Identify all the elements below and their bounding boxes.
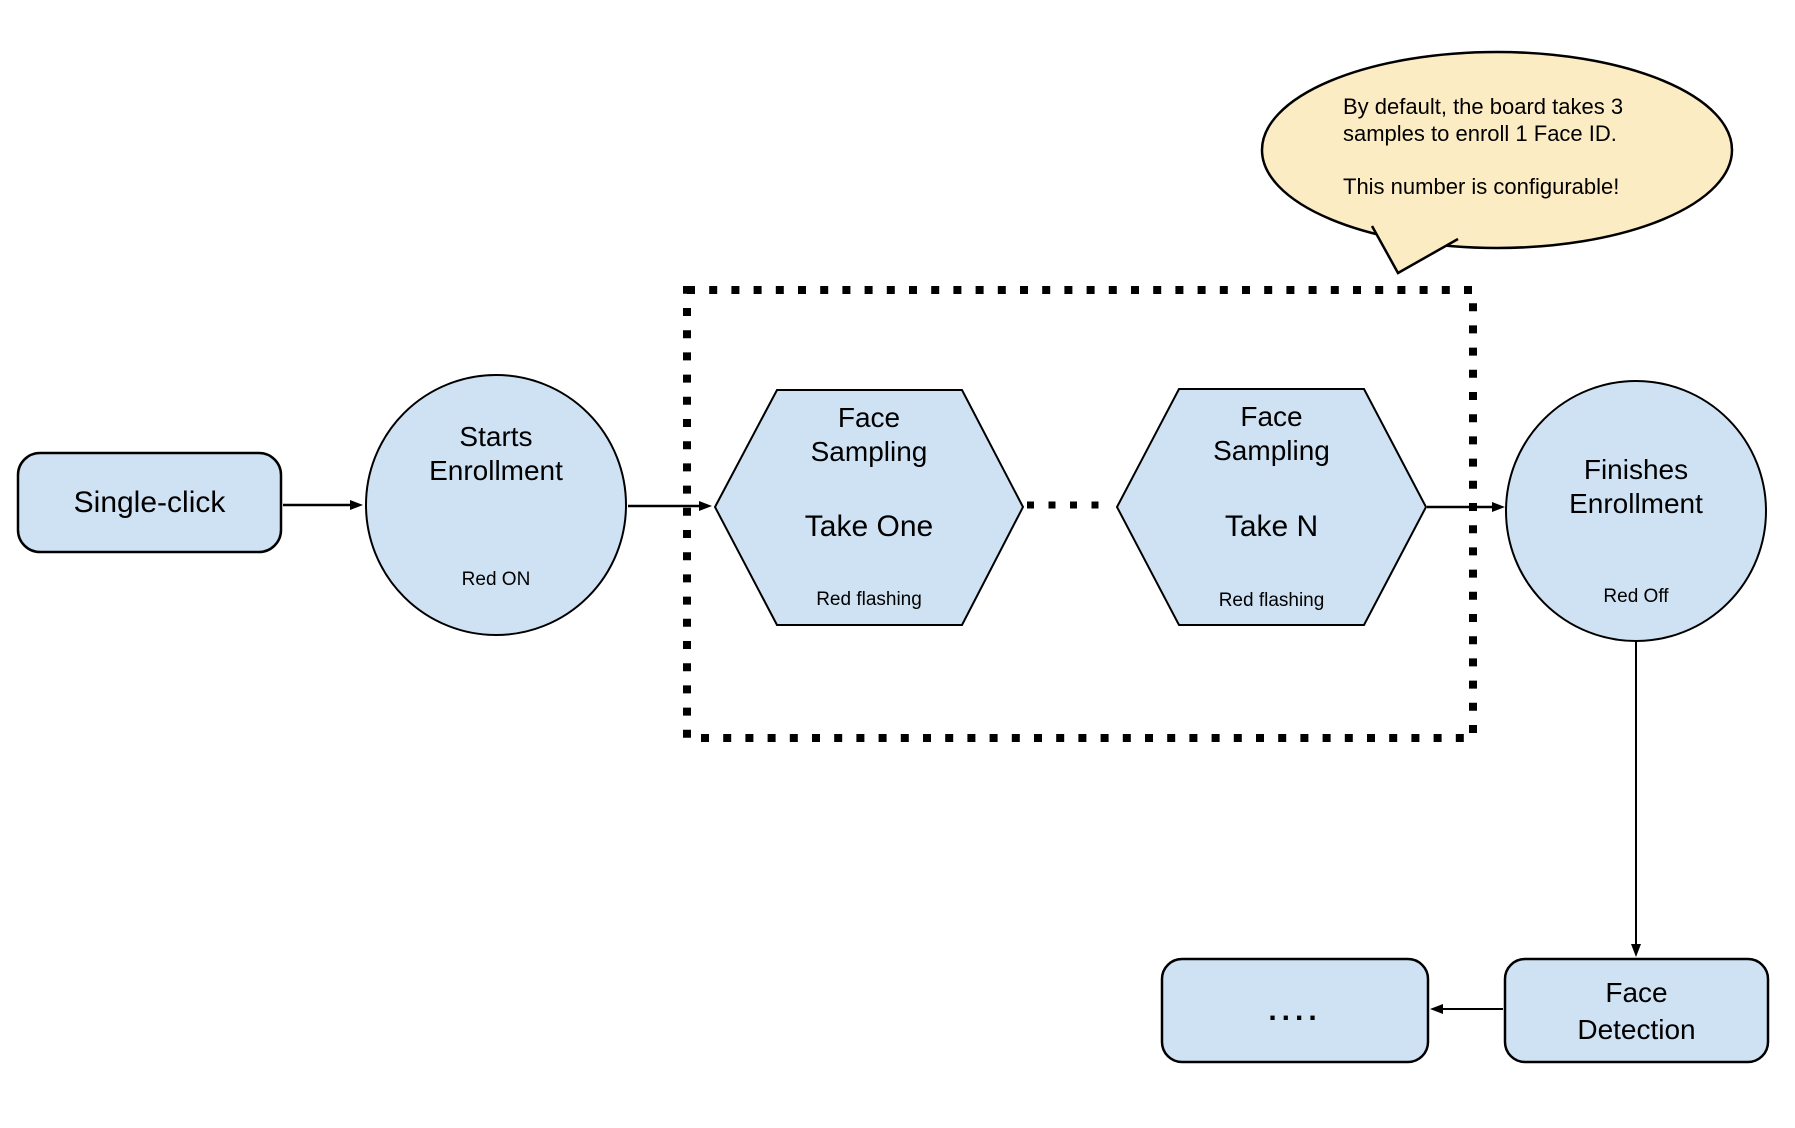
finishes-enrollment-title-line2: Enrollment (1569, 488, 1703, 519)
callout-bubble-tail (1370, 225, 1459, 275)
callout-text: By default, the board takes 3 samples to… (1343, 93, 1623, 200)
continuation-node (1160, 957, 1430, 1064)
single-click-node (16, 451, 283, 554)
face-detection-node (1503, 957, 1770, 1064)
face-sampling-take-n-node (1115, 388, 1428, 626)
face-sampling-one-take-label: Take One (804, 510, 934, 543)
face-sampling-take-one-node (713, 389, 1025, 626)
starts-enrollment-title-line1: Starts (459, 421, 533, 452)
starts-enrollment-node (365, 374, 627, 636)
face-sampling-n-status: Red flashing (1218, 590, 1325, 611)
callout-bubble (1260, 50, 1734, 250)
face-sampling-n-title-line2: Sampling (1213, 435, 1330, 466)
face-sampling-n-take-label: Take N (1224, 510, 1319, 543)
callout-text-line1: By default, the board takes 3 (1343, 94, 1624, 119)
continuation-label: .... (1268, 993, 1322, 1027)
single-click-label: Single-click (73, 485, 226, 519)
callout-text-line3: This number is configurable! (1343, 174, 1620, 199)
finishes-enrollment-node (1505, 380, 1767, 642)
finishes-enrollment-title-line1: Finishes (1583, 454, 1689, 485)
sampling-group-dotted-border (683, 286, 1477, 742)
callout-text-line2: samples to enroll 1 Face ID. (1343, 121, 1617, 146)
face-sampling-one-status: Red flashing (816, 589, 922, 610)
face-detection-label-line2: Detection (1577, 1013, 1696, 1045)
face-detection-label: Face Detection (1505, 959, 1768, 1062)
face-sampling-one-title-line1: Face (837, 402, 901, 433)
face-sampling-n-title-line1: Face (1240, 401, 1303, 432)
starts-enrollment-title-line2: Enrollment (429, 455, 563, 486)
face-sampling-one-title: Face Sampling (715, 401, 1023, 469)
finishes-enrollment-title: Finishes Enrollment (1506, 453, 1766, 521)
face-sampling-n-title: Face Sampling (1117, 400, 1426, 468)
starts-enrollment-title: Starts Enrollment (366, 420, 626, 488)
starts-enrollment-status: Red ON (461, 569, 531, 590)
face-sampling-one-title-line2: Sampling (810, 436, 928, 467)
face-detection-label-line1: Face (1605, 976, 1668, 1008)
finishes-enrollment-status: Red Off (1603, 586, 1669, 607)
